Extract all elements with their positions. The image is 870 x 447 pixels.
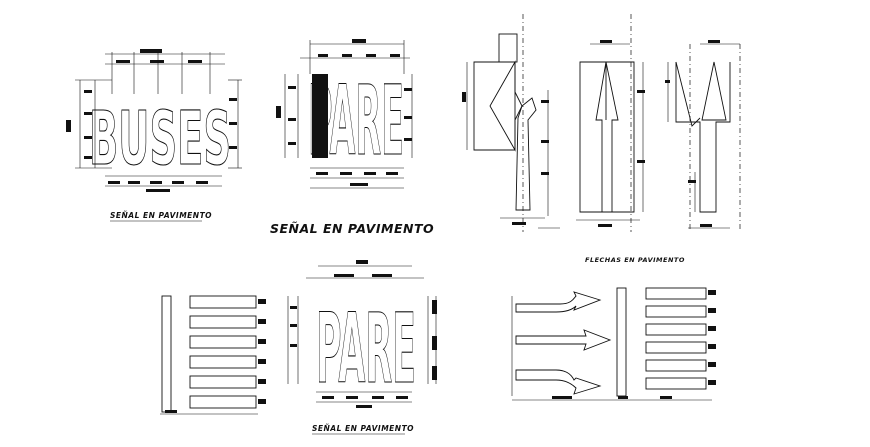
buses-bottom-dimensions: [105, 175, 222, 192]
main-title: SEÑAL EN PAVIMENTO: [270, 221, 434, 236]
crosswalk-right-dimensions: [512, 290, 716, 401]
buses-left-dimensions: [66, 79, 112, 169]
pare-bottom-dimensions: [287, 260, 437, 408]
pare-top-dimensions: [300, 39, 410, 74]
stop-line-right: [616, 287, 627, 397]
arrow-markings-detail: FLECHAS EN PAVIMENTO: [462, 14, 741, 264]
buses-top-dimensions: [105, 49, 225, 94]
lane-arrows-crosswalk-detail: [511, 287, 716, 401]
pare-top-bottom-dimensions: [310, 167, 404, 189]
straight-arrow: [576, 14, 645, 232]
lane-arrow-middle: [515, 329, 612, 351]
pare-top-side-dimensions: [276, 74, 413, 158]
arrows-caption: FLECHAS EN PAVIMENTO: [585, 256, 685, 264]
lane-arrow-top: [515, 291, 602, 313]
stop-line: [161, 295, 172, 413]
crosswalk-dimensions: [160, 299, 266, 415]
lane-arrow-bottom: [515, 369, 602, 395]
combined-turn-arrow: [665, 40, 741, 232]
crosswalk-pare-detail: PARE SEÑAL EN PAVIMENTO: [160, 260, 437, 435]
pare-crosswalk-caption: SEÑAL EN PAVIMENTO: [312, 424, 414, 433]
buses-lettering: BUSES: [89, 96, 231, 182]
crosswalk-stripes-right: [645, 287, 707, 390]
left-turn-arrow: [462, 14, 560, 232]
buses-right-dimensions: [228, 79, 242, 169]
buses-marking-detail: BUSES: [66, 49, 242, 222]
buses-caption: SEÑAL EN PAVIMENTO: [110, 211, 212, 220]
crosswalk-stripes: [189, 295, 257, 409]
pare-bottom-lettering: PARE: [316, 293, 416, 405]
pare-top-marking-detail: PARE: [276, 39, 413, 189]
